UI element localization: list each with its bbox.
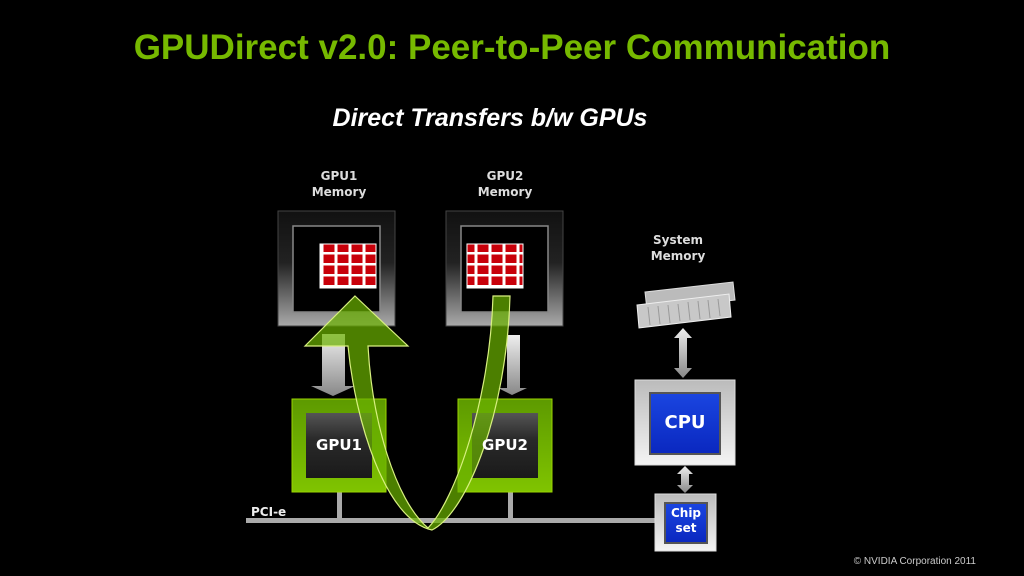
gpu2-memory-arrow: [498, 335, 527, 395]
system-memory-label-line2: Memory: [650, 249, 706, 263]
chipset-label: Chip set: [666, 506, 706, 536]
gpu2-memory-label: GPU2 Memory: [455, 168, 555, 200]
chipset-label-line1: Chip: [670, 506, 702, 520]
ram-icon: [636, 281, 736, 329]
gpu2-memory-label-line1: GPU2: [486, 169, 524, 183]
copyright: © NVIDIA Corporation 2011: [853, 556, 976, 567]
slide-title: GPUDirect v2.0: Peer-to-Peer Communicati…: [133, 28, 891, 67]
gpu1-memory-label-line1: GPU1: [320, 169, 358, 183]
peer-to-peer-arrow: [303, 295, 511, 531]
gpu1-memory-label-line2: Memory: [311, 185, 367, 199]
pcie-label: PCI-e: [251, 505, 287, 519]
cpu-chipset-arrow: [677, 466, 693, 493]
gpu2-label: GPU2: [482, 436, 528, 454]
gpu1-label: GPU1: [316, 436, 362, 454]
chipset-chip: [654, 493, 717, 552]
system-memory-label: System Memory: [628, 232, 728, 264]
memory-cpu-arrow: [674, 328, 692, 378]
system-memory-label-line1: System: [653, 233, 703, 247]
cpu-label: CPU: [664, 412, 706, 433]
pcie-bus: [246, 492, 656, 523]
slide-subtitle: Direct Transfers b/w GPUs: [332, 104, 648, 132]
gpu2-memory-grid: [466, 243, 524, 289]
cpu-chip: [634, 379, 736, 466]
chipset-label-line2: set: [675, 521, 697, 535]
gpu1-memory-box: [277, 210, 396, 327]
gpu1-memory-arrow: [311, 334, 355, 396]
gpu2-memory-label-line2: Memory: [477, 185, 533, 199]
gpu1-memory-grid: [319, 243, 377, 289]
gpu1-memory-label: GPU1 Memory: [289, 168, 389, 200]
